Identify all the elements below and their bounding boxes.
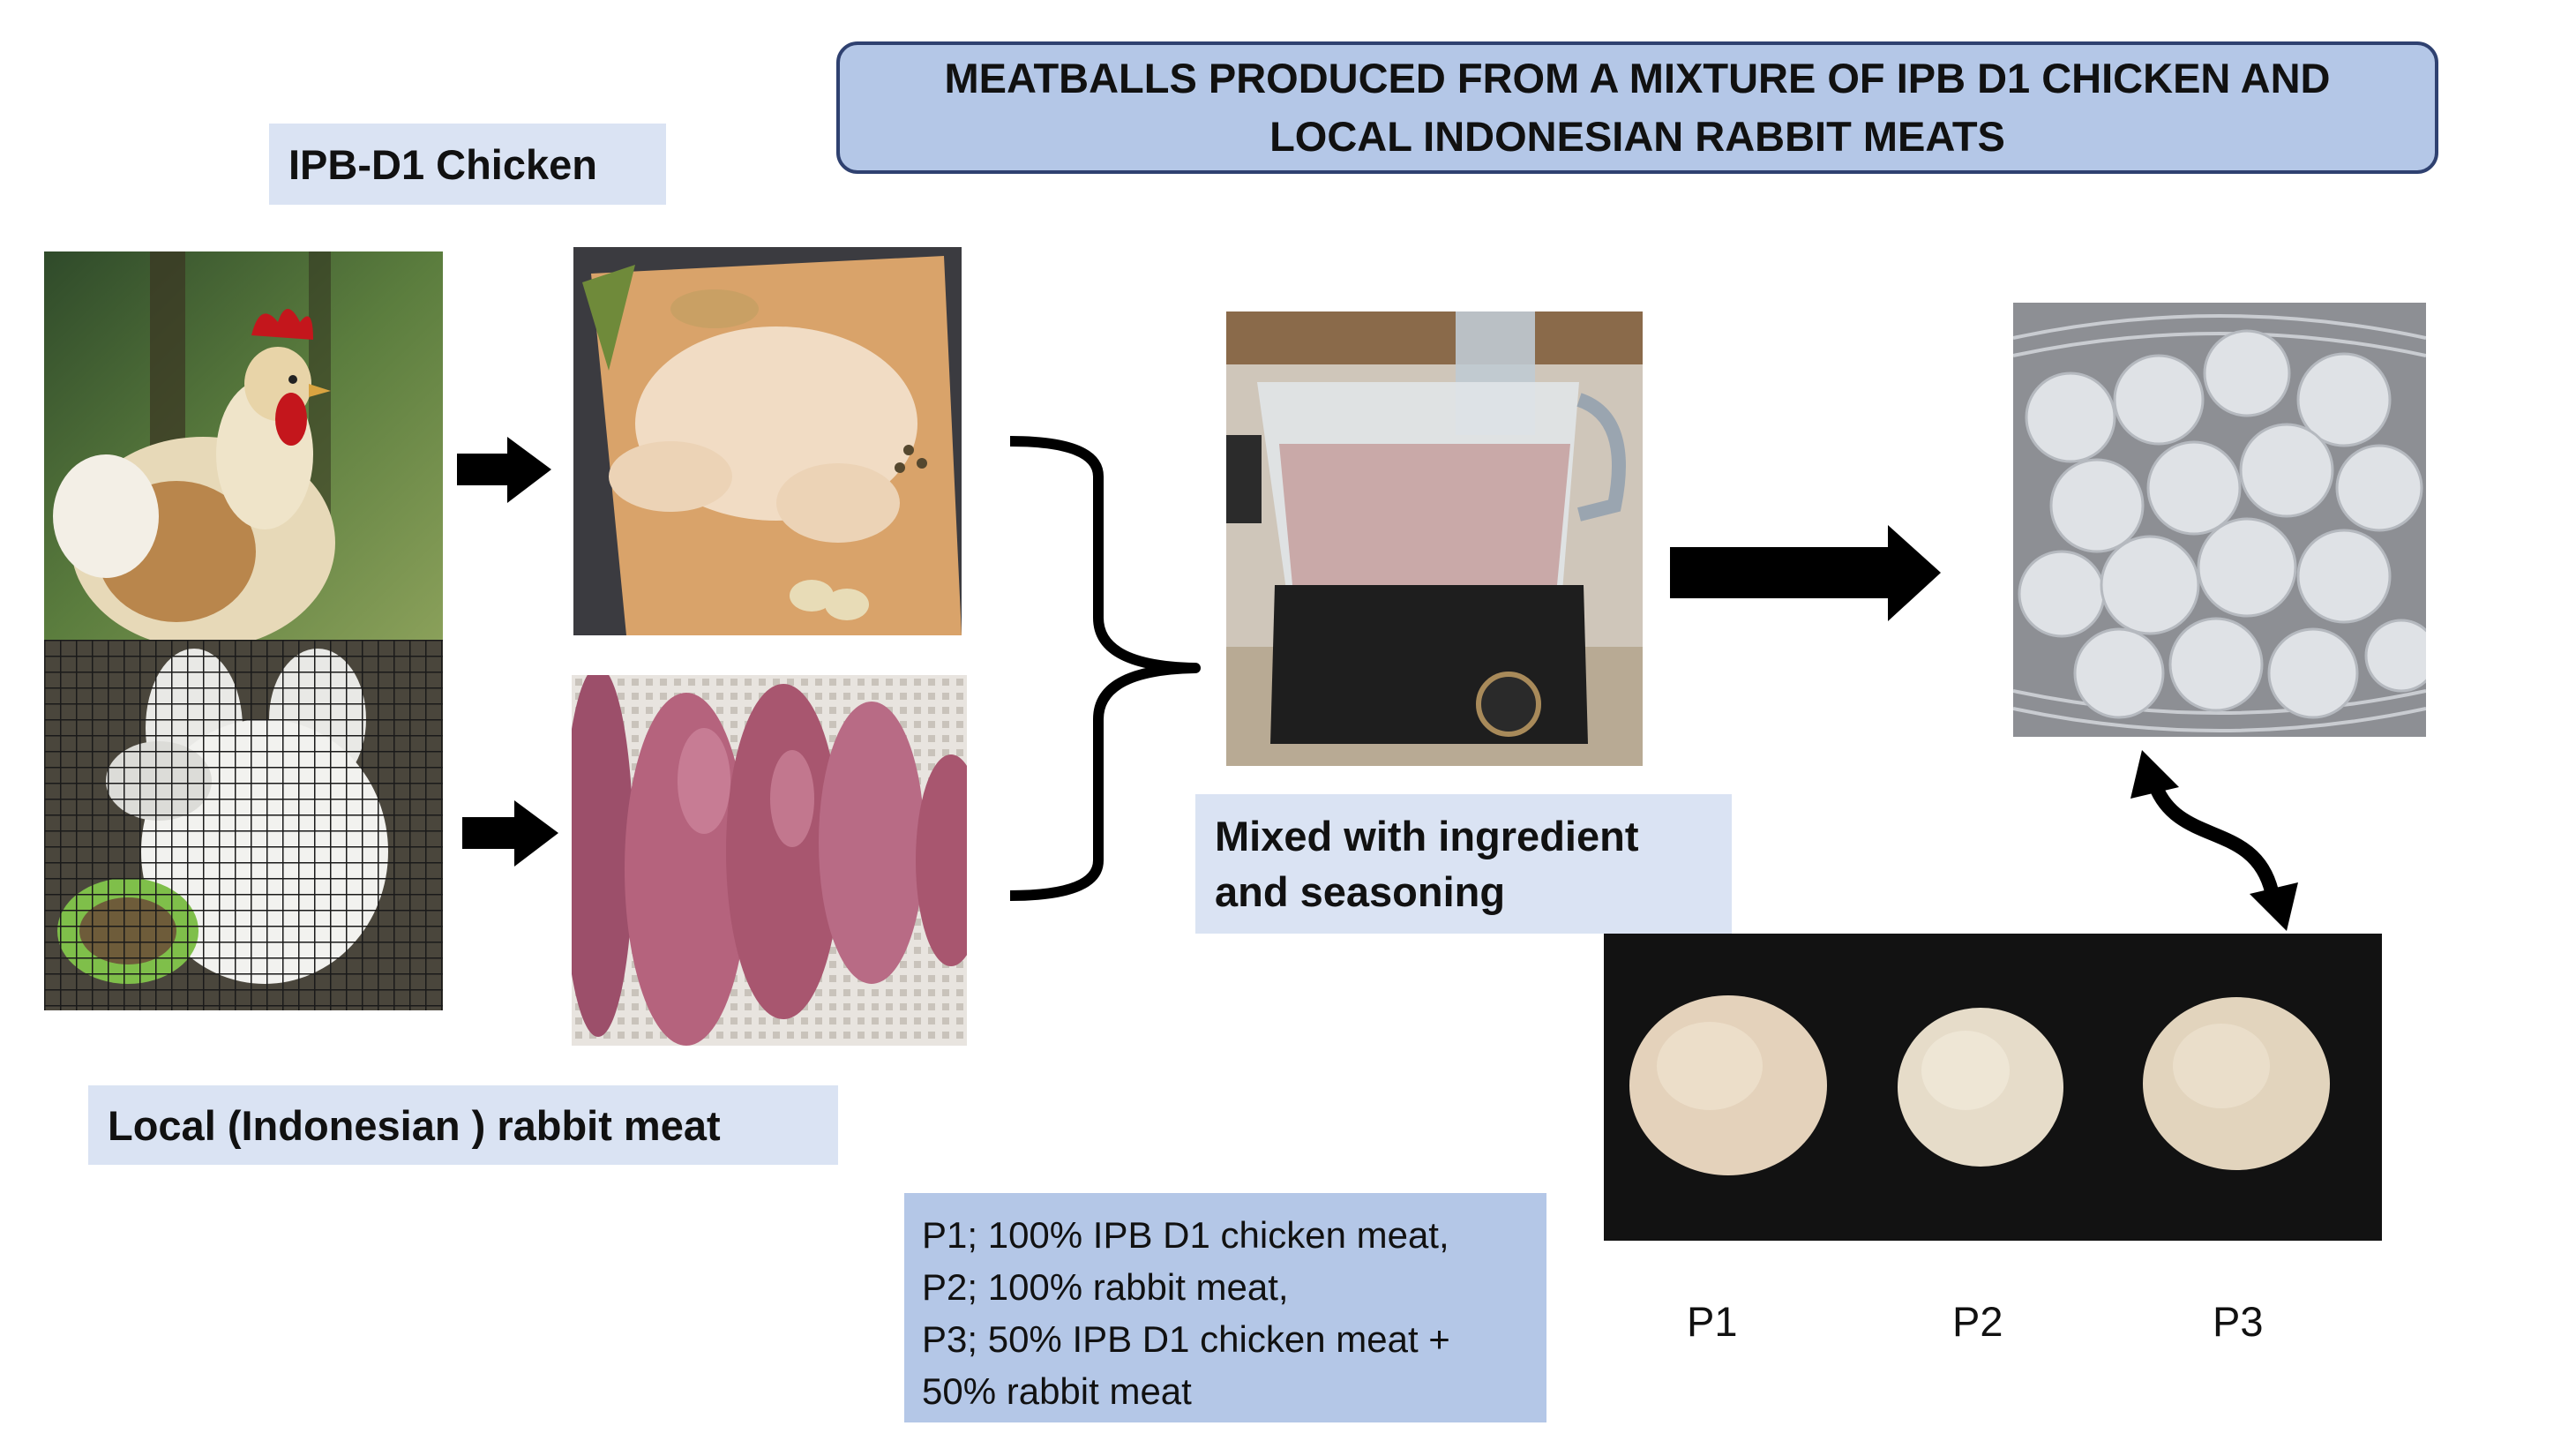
- title-banner: MEATBALLS PRODUCED FROM A MIXTURE OF IPB…: [836, 41, 2438, 174]
- treatment-label-p3: P3: [2213, 1298, 2264, 1345]
- raw-chicken-photo: [573, 247, 962, 635]
- rooster-photo: [44, 251, 443, 640]
- treatment-legend: P1; 100% IPB D1 chicken meat, P2; 100% r…: [904, 1193, 1546, 1422]
- sample-p2-ball: [1898, 1008, 2063, 1167]
- rabbit-meat-photo: [572, 675, 967, 1046]
- merge-brace: [1009, 436, 1201, 901]
- legend-line-4: 50% rabbit meat: [922, 1370, 1192, 1412]
- title-line-2: LOCAL INDONESIAN RABBIT MEATS: [1269, 113, 2005, 160]
- arrow-chicken-to-raw: [457, 437, 551, 503]
- food-processor-photo: [1226, 311, 1643, 766]
- mixed-label-line-1: Mixed with ingredient: [1215, 813, 1639, 859]
- legend-line-1: P1; 100% IPB D1 chicken meat,: [922, 1214, 1449, 1256]
- chicken-label: IPB-D1 Chicken: [269, 124, 666, 205]
- treatment-label-p1: P1: [1687, 1298, 1738, 1345]
- treatment-label-p2: P2: [1952, 1298, 2003, 1345]
- arrow-mixer-to-meatballs: [1670, 525, 1941, 621]
- sample-p3-ball: [2143, 997, 2330, 1170]
- legend-line-3: P3; 50% IPB D1 chicken meat +: [922, 1318, 1450, 1360]
- mixed-label: Mixed with ingredient and seasoning: [1195, 794, 1732, 934]
- meatball-samples-photo: [1604, 934, 2382, 1241]
- sample-p1-ball: [1629, 995, 1827, 1175]
- legend-line-2: P2; 100% rabbit meat,: [922, 1266, 1289, 1308]
- cooked-meatballs-photo: [2013, 303, 2426, 737]
- rabbit-photo: [44, 640, 443, 1010]
- arrow-rabbit-to-meat: [462, 800, 558, 867]
- mixed-label-line-2: and seasoning: [1215, 868, 1506, 915]
- double-arrow-curved: [2130, 750, 2298, 931]
- diagram-title: MEATBALLS PRODUCED FROM A MIXTURE OF IPB…: [861, 49, 2414, 166]
- title-line-1: MEATBALLS PRODUCED FROM A MIXTURE OF IPB…: [944, 55, 2331, 101]
- rabbit-label: Local (Indonesian ) rabbit meat: [88, 1085, 838, 1165]
